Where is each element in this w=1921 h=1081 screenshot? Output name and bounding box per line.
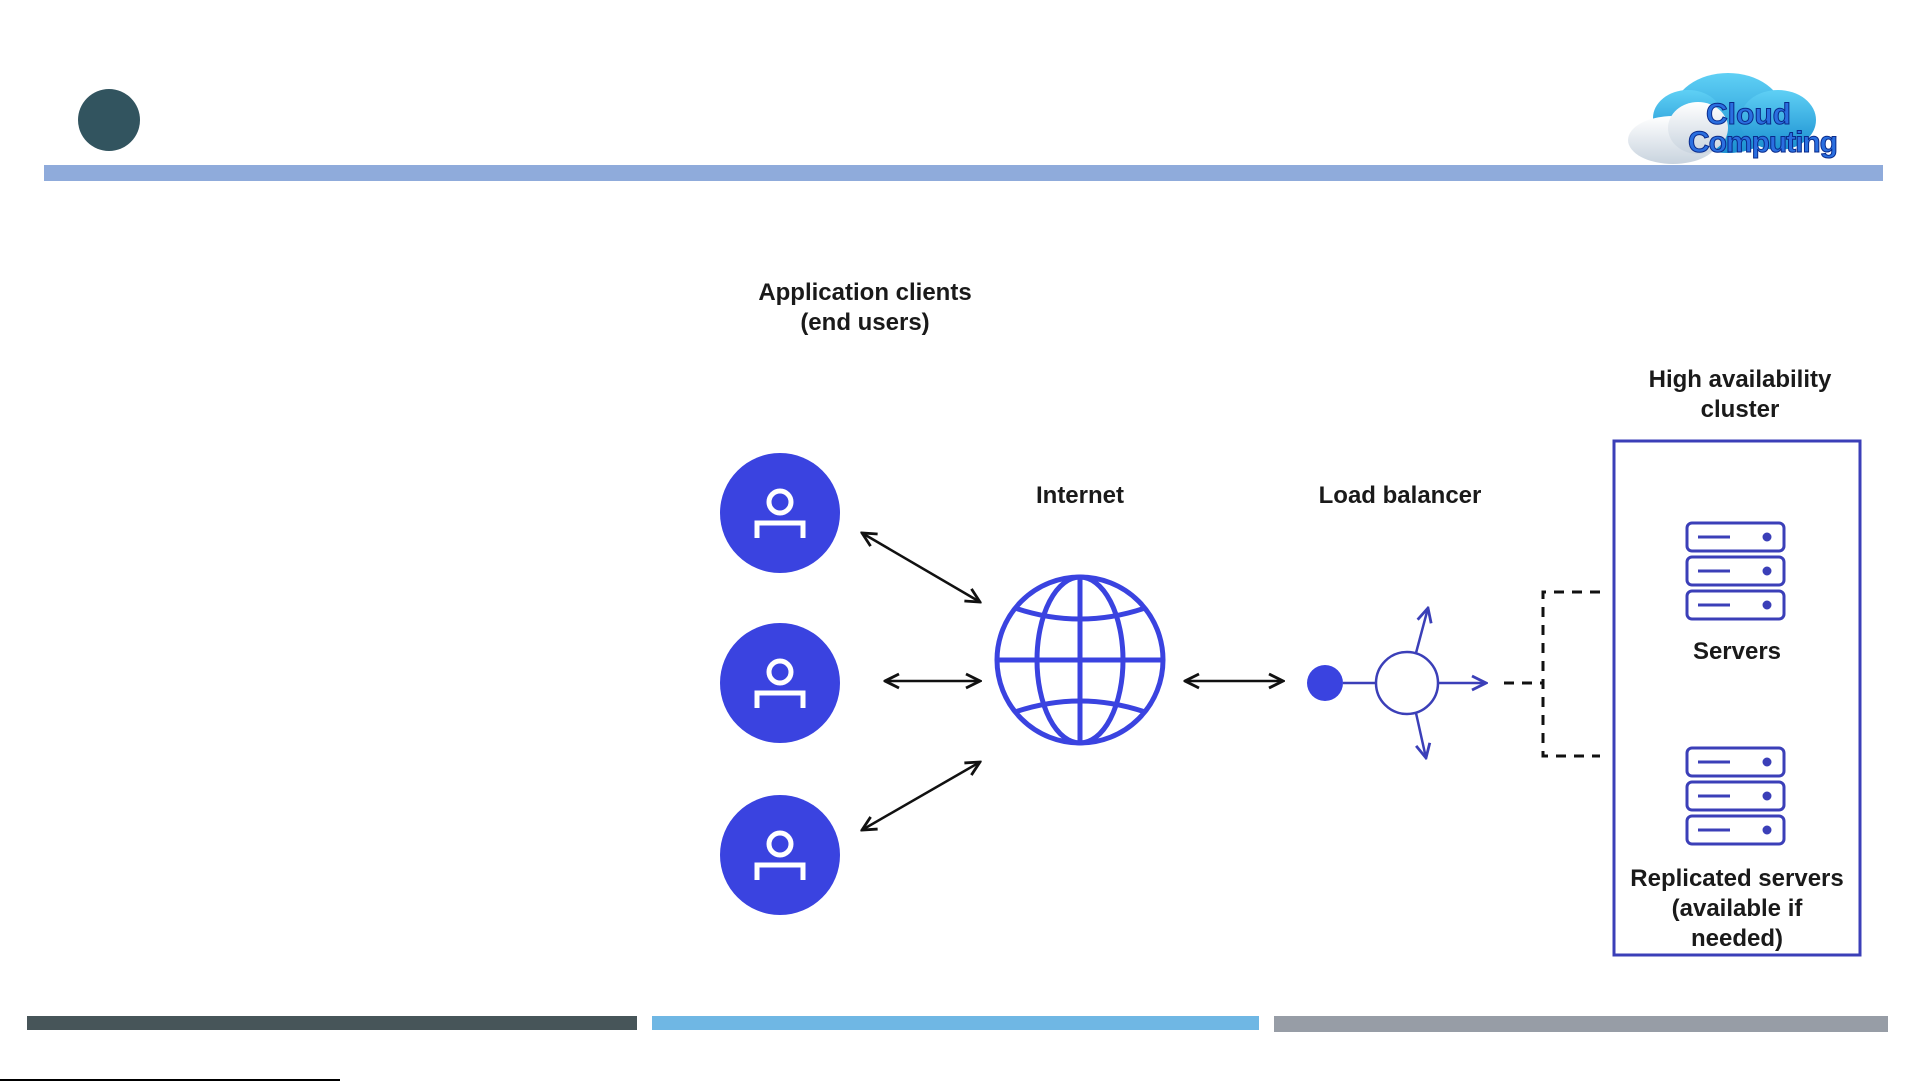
- replicated-servers-label: Replicated servers (available if needed): [1614, 864, 1860, 954]
- user-icon: [754, 488, 806, 538]
- bottom-edge-line: [0, 1079, 340, 1081]
- footer-bar-gray: [1274, 1016, 1888, 1032]
- clients-label-line2: (end users): [800, 309, 930, 336]
- client-user-2: [720, 623, 840, 743]
- footer-bar-blue: [652, 1016, 1259, 1030]
- user-icon: [754, 658, 806, 708]
- cloud-computing-logo: Cloud Computing: [1628, 73, 1839, 164]
- logo-text-cloud: Cloud: [1706, 98, 1791, 131]
- slide-title-bullet: [78, 89, 140, 151]
- cloud-white-icon: [1628, 102, 1728, 164]
- header-divider-bar: [44, 165, 1883, 181]
- replicated-label-line2: (available if: [1671, 895, 1803, 922]
- client-user-1: [720, 453, 840, 573]
- replicated-servers-icon: [1685, 746, 1786, 846]
- load-balancer-icon: [1307, 608, 1486, 758]
- footer-bar-dark: [27, 1016, 637, 1030]
- cluster-label-line2: cluster: [1700, 396, 1780, 423]
- arrow-client3-internet: [862, 762, 980, 830]
- ha-cluster-box: [1612, 439, 1862, 957]
- replicated-label-line1: Replicated servers: [1630, 865, 1844, 892]
- dashed-connector: [1504, 590, 1600, 758]
- internet-label: Internet: [1035, 482, 1124, 509]
- servers-label: Servers: [1692, 638, 1782, 665]
- load-balancer-label: Load balancer: [1318, 482, 1482, 509]
- arrow-client1-internet: [862, 533, 980, 602]
- client-user-3: [720, 795, 840, 915]
- cluster-label: High availability cluster: [1600, 365, 1880, 425]
- logo-text-computing: Computing: [1688, 126, 1838, 159]
- globe-icon: [994, 574, 1166, 746]
- replicated-label-line3: needed): [1690, 925, 1783, 952]
- cluster-label-line1: High availability: [1648, 366, 1832, 393]
- clients-label: Application clients (end users): [700, 278, 1030, 338]
- user-icon: [754, 830, 806, 880]
- clients-label-line1: Application clients: [758, 279, 972, 306]
- servers-icon: [1685, 521, 1786, 621]
